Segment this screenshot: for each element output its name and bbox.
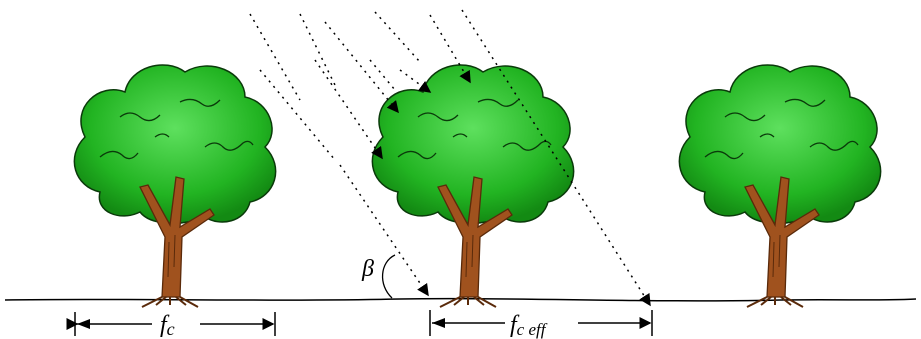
beta-angle-arc — [383, 255, 395, 298]
fc-eff-label-sub: c eff — [517, 320, 548, 339]
fc-dimension — [75, 312, 275, 336]
sun-ray — [315, 60, 382, 158]
left-tree — [74, 65, 275, 307]
fc-eff-label: fc eff — [510, 312, 548, 339]
fc-label-sub: c — [167, 319, 175, 339]
sun-ray — [300, 14, 335, 85]
center-tree — [372, 65, 573, 307]
sun-ray — [370, 60, 395, 90]
sun-ray — [325, 22, 398, 112]
sun-ray — [375, 12, 420, 62]
fc-label: fc — [160, 312, 175, 339]
beta-label: β — [361, 256, 374, 282]
sun-ray — [260, 70, 335, 160]
right-tree — [679, 65, 880, 307]
